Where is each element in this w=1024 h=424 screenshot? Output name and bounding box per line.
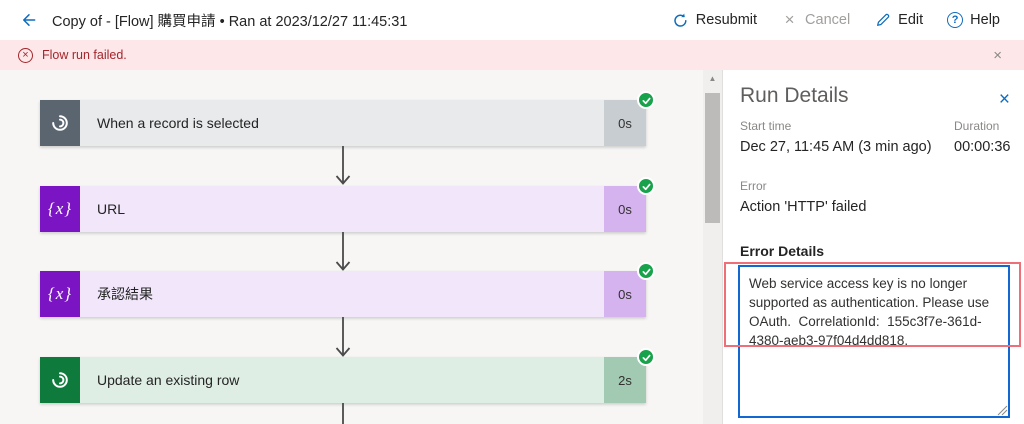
dataverse-swirl-icon	[40, 100, 80, 146]
x-icon: ×	[784, 10, 795, 29]
flow-node-update-row[interactable]: Update an existing row 2s	[40, 348, 655, 403]
pencil-icon	[874, 12, 891, 29]
flow-canvas: When a record is selected 0s {x} URL 0s	[0, 70, 703, 424]
cancel-button[interactable]: × Cancel	[771, 6, 860, 35]
resubmit-label: Resubmit	[695, 12, 758, 28]
error-details-label: Error Details	[740, 243, 825, 259]
run-details-panel: Run Details × Start time Duration Dec 27…	[722, 70, 1024, 424]
resubmit-button[interactable]: Resubmit	[662, 6, 767, 35]
vertical-scrollbar[interactable]: ▲	[703, 70, 722, 424]
success-check-icon	[637, 91, 655, 109]
node-title: Update an existing row	[80, 357, 604, 403]
flow-node-approval-result[interactable]: {x} 承認結果 0s	[40, 262, 655, 317]
scrollbar-thumb[interactable]	[705, 93, 720, 223]
error-details-textarea[interactable]: Web service access key is no longer supp…	[738, 265, 1010, 418]
edit-button[interactable]: Edit	[864, 6, 933, 35]
help-label: Help	[970, 12, 1000, 28]
panel-title: Run Details	[740, 84, 849, 107]
node-title: 承認結果	[80, 271, 604, 317]
back-arrow-icon	[20, 12, 37, 29]
error-label: Error	[740, 179, 767, 193]
scroll-up-icon[interactable]: ▲	[708, 74, 717, 83]
variable-x-icon: {x}	[40, 271, 80, 317]
node-duration: 2s	[604, 357, 646, 403]
duration-value: 00:00:36	[954, 139, 1011, 155]
error-banner-message: Flow run failed.	[42, 48, 127, 62]
header-bar: Copy of - [Flow] 購買申請 • Ran at 2023/12/2…	[0, 0, 1024, 40]
error-circle-x-icon: ×	[18, 47, 33, 63]
duration-label: Duration	[954, 119, 1000, 133]
dataverse-swirl-icon	[40, 357, 80, 403]
node-title: URL	[80, 186, 604, 232]
success-check-icon	[637, 177, 655, 195]
node-duration: 0s	[604, 271, 646, 317]
page-title: Copy of - [Flow] 購買申請 • Ran at 2023/12/2…	[52, 13, 408, 30]
flow-node-url[interactable]: {x} URL 0s	[40, 177, 655, 232]
refresh-icon	[672, 12, 689, 29]
start-time-label: Start time	[740, 119, 792, 133]
node-duration: 0s	[604, 100, 646, 146]
success-check-icon	[637, 262, 655, 280]
start-time-value: Dec 27, 11:45 AM (3 min ago)	[740, 139, 932, 155]
back-button[interactable]	[14, 6, 42, 34]
node-title: When a record is selected	[80, 100, 604, 146]
variable-glyph: {x}	[47, 284, 73, 303]
variable-glyph: {x}	[47, 199, 73, 218]
variable-x-icon: {x}	[40, 186, 80, 232]
connector-line	[342, 403, 344, 424]
success-check-icon	[637, 348, 655, 366]
question-icon: ?	[947, 12, 964, 28]
connector-arrow	[335, 146, 351, 185]
flow-node-trigger[interactable]: When a record is selected 0s	[40, 91, 655, 146]
panel-close-icon[interactable]: ×	[993, 88, 1016, 111]
connector-arrow	[335, 232, 351, 271]
error-value: Action 'HTTP' failed	[740, 199, 867, 215]
connector-arrow	[335, 317, 351, 357]
banner-close-icon[interactable]: ×	[983, 45, 1012, 66]
help-button[interactable]: ? Help	[937, 6, 1010, 34]
cancel-label: Cancel	[805, 12, 851, 28]
edit-label: Edit	[898, 12, 924, 28]
header-actions: Resubmit × Cancel Edit ? Help	[662, 6, 1010, 35]
node-duration: 0s	[604, 186, 646, 232]
error-banner: × Flow run failed. ×	[0, 40, 1024, 70]
